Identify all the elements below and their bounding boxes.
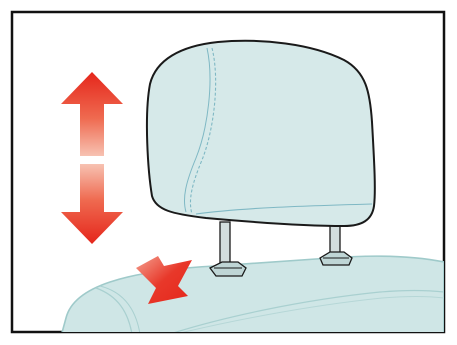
headrest-post-left	[209, 221, 247, 277]
up-down-arrow-icon	[61, 72, 123, 244]
headrest-pad	[145, 39, 376, 228]
lock-release-arrow-icon	[136, 256, 192, 304]
